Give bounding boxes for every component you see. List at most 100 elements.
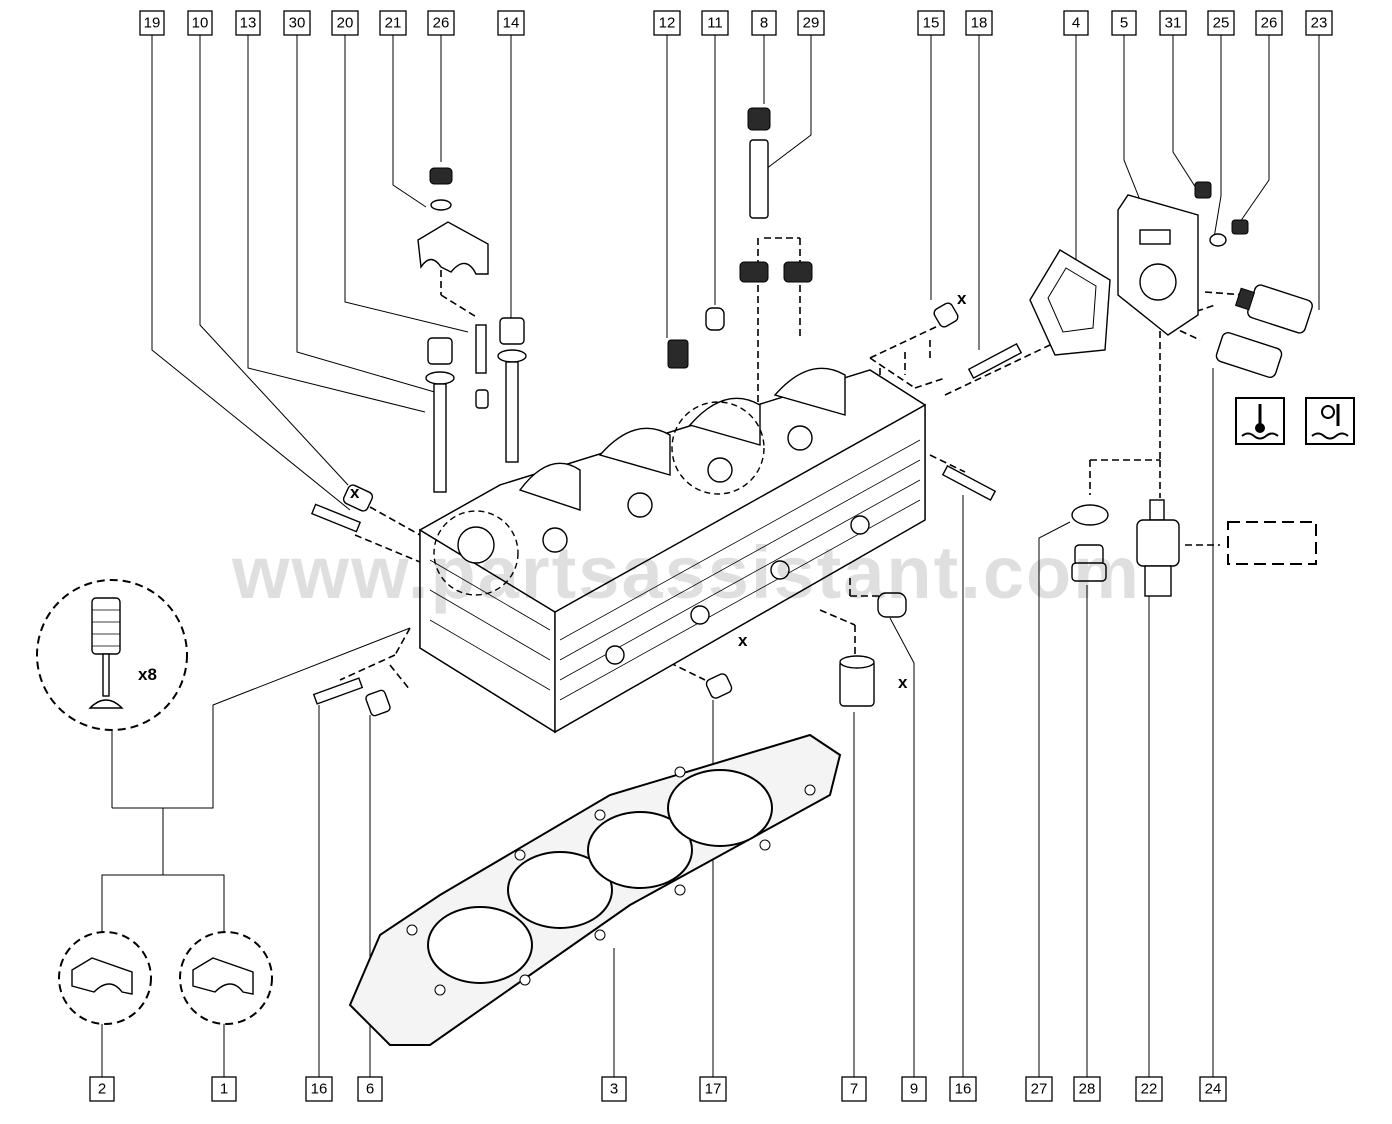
callout-26-top-left[interactable]: 26 (427, 10, 455, 36)
valve-guide-11[interactable] (705, 307, 725, 331)
callout-14[interactable]: 14 (497, 10, 525, 36)
svg-text:13: 13 (240, 15, 257, 32)
svg-text:26: 26 (1261, 15, 1278, 32)
svg-text:9: 9 (910, 1081, 918, 1098)
stud-16-left[interactable] (312, 677, 364, 705)
svg-text:30: 30 (289, 15, 306, 32)
svg-text:20: 20 (337, 15, 354, 32)
svg-text:15: 15 (923, 15, 940, 32)
callout-29[interactable]: 29 (797, 10, 825, 36)
cup-7[interactable] (839, 655, 875, 707)
stud-19[interactable] (310, 503, 362, 533)
callout-27[interactable]: 27 (1025, 1076, 1053, 1102)
plug-15[interactable] (932, 301, 959, 328)
adjust-mark-15: x (957, 289, 967, 308)
temperature-sensor-24[interactable] (1215, 331, 1283, 379)
ring-9[interactable] (877, 592, 907, 618)
callout-1[interactable]: 1 (211, 1076, 237, 1102)
svg-text:16: 16 (955, 1081, 972, 1098)
callout-25[interactable]: 25 (1207, 10, 1235, 36)
callout-7[interactable]: 7 (841, 1076, 867, 1102)
gasket-4[interactable] (1029, 249, 1111, 356)
svg-text:28: 28 (1079, 1081, 1096, 1098)
callout-8[interactable]: 8 (751, 10, 777, 36)
stud-18[interactable] (967, 342, 1023, 380)
callout-5[interactable]: 5 (1111, 10, 1137, 36)
svg-text:23: 23 (1311, 15, 1328, 32)
callout-9[interactable]: 9 (901, 1076, 927, 1102)
bolt-31[interactable] (1194, 181, 1212, 199)
svg-text:26: 26 (433, 15, 450, 32)
sensor-22[interactable] (1136, 499, 1180, 597)
optional-part-placeholder (1227, 521, 1317, 565)
callout-24[interactable]: 24 (1199, 1076, 1227, 1102)
leader-lines (101, 35, 1320, 1077)
quantity-label: x8 (138, 665, 157, 684)
svg-text:6: 6 (366, 1081, 374, 1098)
callout-31[interactable]: 31 (1159, 10, 1187, 36)
plug-12[interactable] (667, 339, 689, 369)
head-bolt-14[interactable] (497, 317, 527, 463)
bearing-shell-1-detail[interactable] (179, 931, 273, 1025)
watermark-text: www.partsassistant.com (231, 531, 1141, 614)
plug-17[interactable] (705, 672, 733, 699)
callout-28[interactable]: 28 (1073, 1076, 1101, 1102)
svg-text:16: 16 (311, 1081, 328, 1098)
thermostat-housing-5[interactable] (1117, 194, 1199, 336)
callout-19[interactable]: 19 (139, 10, 165, 36)
washer-27[interactable] (1071, 504, 1109, 526)
head-bolt-13[interactable] (425, 337, 455, 493)
callout-23[interactable]: 23 (1305, 10, 1333, 36)
temperature-sensor-23[interactable] (1234, 284, 1314, 335)
callout-18[interactable]: 18 (965, 10, 993, 36)
washer-25[interactable] (1209, 233, 1227, 247)
nut-26-right[interactable] (1231, 219, 1249, 235)
callout-10[interactable]: 10 (187, 10, 213, 36)
callout-6[interactable]: 6 (357, 1076, 383, 1102)
callout-16-bottom-right[interactable]: 16 (949, 1076, 977, 1102)
plug-28[interactable] (1071, 544, 1107, 582)
valve-spring-detail[interactable]: x8 (36, 579, 188, 731)
svg-text:21: 21 (385, 15, 402, 32)
svg-text:19: 19 (144, 15, 161, 32)
svg-text:3: 3 (610, 1081, 618, 1098)
callout-30[interactable]: 30 (283, 10, 311, 36)
plug-6[interactable] (365, 689, 391, 717)
cylinder-head[interactable] (418, 367, 927, 734)
callout-22[interactable]: 22 (1135, 1076, 1163, 1102)
callout-26-top-right[interactable]: 26 (1255, 10, 1283, 36)
stud-16-right[interactable] (941, 464, 997, 502)
callout-13[interactable]: 13 (235, 10, 261, 36)
callout-16-bottom-left[interactable]: 16 (305, 1076, 333, 1102)
callout-15[interactable]: 15 (917, 10, 945, 36)
nut-8[interactable] (747, 107, 771, 131)
guide-29[interactable] (749, 139, 769, 219)
valve-seals[interactable] (739, 261, 813, 283)
callout-3[interactable]: 3 (601, 1076, 627, 1102)
callout-2[interactable]: 2 (89, 1076, 115, 1102)
callout-17[interactable]: 17 (699, 1076, 727, 1102)
svg-text:4: 4 (1072, 15, 1080, 32)
svg-text:5: 5 (1120, 15, 1128, 32)
dowel-30[interactable] (475, 389, 489, 409)
head-gasket-3[interactable] (348, 733, 842, 1046)
callout-4[interactable]: 4 (1063, 10, 1089, 36)
svg-text:1: 1 (220, 1081, 228, 1098)
nut-26-left[interactable] (429, 167, 453, 211)
callout-21[interactable]: 21 (379, 10, 407, 36)
svg-text:25: 25 (1213, 15, 1230, 32)
svg-text:18: 18 (971, 15, 988, 32)
callout-12[interactable]: 12 (653, 10, 681, 36)
callout-20[interactable]: 20 (331, 10, 359, 36)
bearing-shell-2-detail[interactable] (58, 931, 152, 1025)
svg-text:7: 7 (850, 1081, 858, 1098)
svg-text:27: 27 (1031, 1081, 1048, 1098)
plug-10[interactable] (342, 483, 374, 512)
svg-text:2: 2 (98, 1081, 106, 1098)
svg-text:31: 31 (1165, 15, 1182, 32)
svg-text:8: 8 (760, 15, 768, 32)
callout-11[interactable]: 11 (701, 10, 729, 36)
bearing-cap-21[interactable] (417, 221, 489, 275)
stud-20[interactable] (475, 324, 487, 374)
